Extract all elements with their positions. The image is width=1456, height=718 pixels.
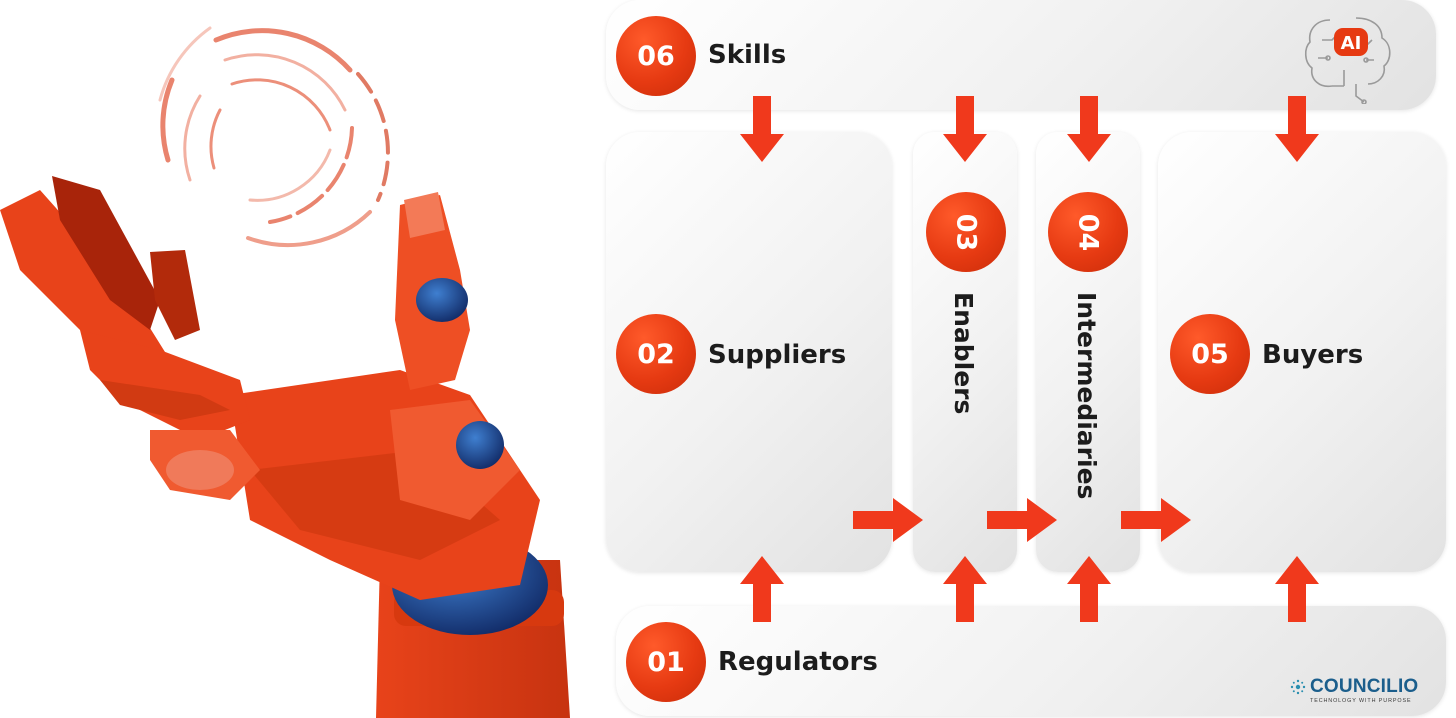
skills-label: Skills [708,40,787,70]
intermediaries-number-badge: 04 [1048,192,1128,272]
regulators-label: Regulators [718,647,878,677]
skills-number: 06 [637,40,675,72]
enablers-number: 03 [950,213,982,251]
logo-name: COUNCILIO [1310,676,1419,697]
ai-badge-text: AI [1341,33,1362,54]
right-arrow-icon [853,498,923,542]
down-arrow-icon [1275,96,1319,162]
skills-panel [606,0,1436,110]
regulators-number-badge: 01 [626,622,706,702]
enablers-label: Enablers [949,292,978,415]
suppliers-label: Suppliers [708,340,847,370]
robot-hand-illustration [0,26,570,718]
buyers-number-badge: 05 [1170,314,1250,394]
up-arrow-icon [1067,556,1111,622]
right-arrow-icon [1121,498,1191,542]
councilio-logo: COUNCILIO TECHNOLOGY WITH PURPOSE [1288,676,1428,710]
intermediaries-number: 04 [1072,213,1104,251]
suppliers-number: 02 [637,338,675,370]
logo-mark-icon [1290,679,1306,695]
skills-number-badge: 06 [616,16,696,96]
buyers-number: 05 [1191,338,1229,370]
down-arrow-icon [1067,96,1111,162]
logo-tagline: TECHNOLOGY WITH PURPOSE [1310,698,1412,704]
up-arrow-icon [740,556,784,622]
up-arrow-icon [943,556,987,622]
regulators-panel [616,606,1446,716]
ai-brain-icon: AI [1304,17,1391,104]
suppliers-number-badge: 02 [616,314,696,394]
up-arrow-icon [1275,556,1319,622]
intermediaries-label: Intermediaries [1072,292,1101,500]
buyers-label: Buyers [1262,340,1364,370]
down-arrow-icon [740,96,784,162]
down-arrow-icon [943,96,987,162]
right-arrow-icon [987,498,1057,542]
regulators-number: 01 [647,646,685,678]
enablers-number-badge: 03 [926,192,1006,272]
hologram-rings-icon [158,26,390,247]
